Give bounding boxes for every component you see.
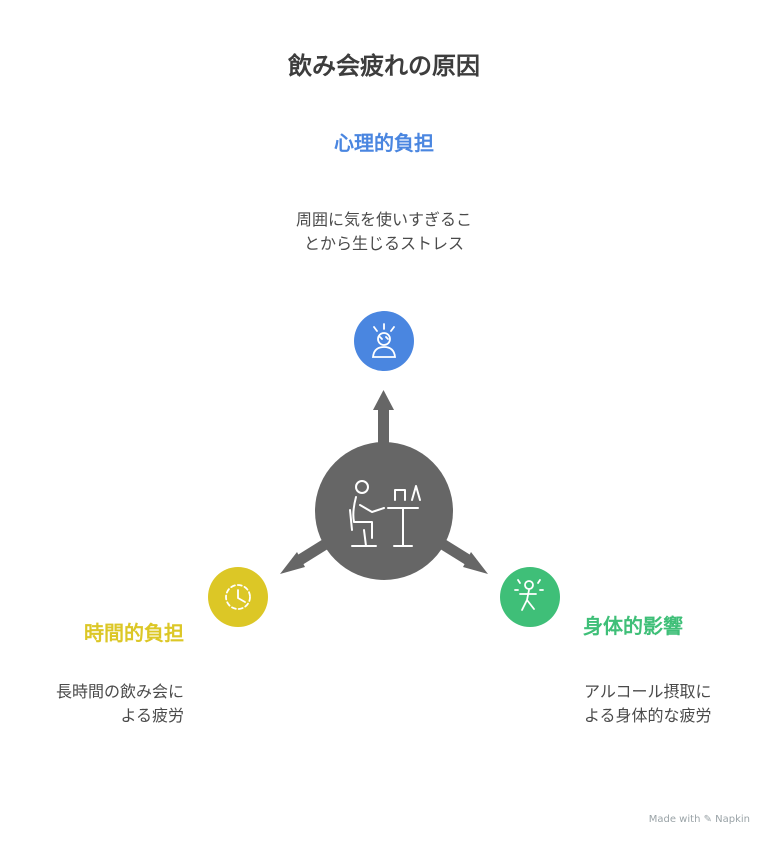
description-line: よる身体的な疲労 (584, 706, 712, 725)
description-line: 長時間の飲み会に (55, 682, 184, 701)
person-at-desk-icon (349, 480, 421, 547)
branch-heading-top: 心理的負担 (334, 131, 434, 155)
description-line: よる疲労 (120, 706, 184, 725)
clock-icon (225, 584, 251, 610)
diagram-title: 飲み会疲れの原因 (288, 52, 480, 80)
made-with-napkin-footer[interactable]: Made with ✎ Napkin (648, 814, 750, 825)
branch-description-left: 長時間の飲み会に よる疲労 (10, 680, 184, 728)
center-node (315, 442, 453, 580)
branch-description-right: アルコール摂取に よる身体的な疲労 (584, 680, 764, 728)
description-line: 周囲に気を使いすぎるこ (295, 210, 472, 229)
left-node (208, 567, 268, 627)
right-node (500, 567, 560, 627)
dizzy-person-icon (514, 579, 544, 611)
branch-heading-left: 時間的負担 (84, 621, 184, 645)
branch-heading-right: 身体的影響 (583, 614, 683, 638)
arrow-up (373, 390, 394, 450)
description-line: アルコール摂取に (584, 682, 712, 701)
branch-description-top: 周囲に気を使いすぎるこ とから生じるストレス (0, 208, 768, 256)
stressed-person-icon (372, 323, 396, 358)
description-line: とから生じるストレス (303, 234, 464, 253)
top-node (354, 311, 414, 371)
